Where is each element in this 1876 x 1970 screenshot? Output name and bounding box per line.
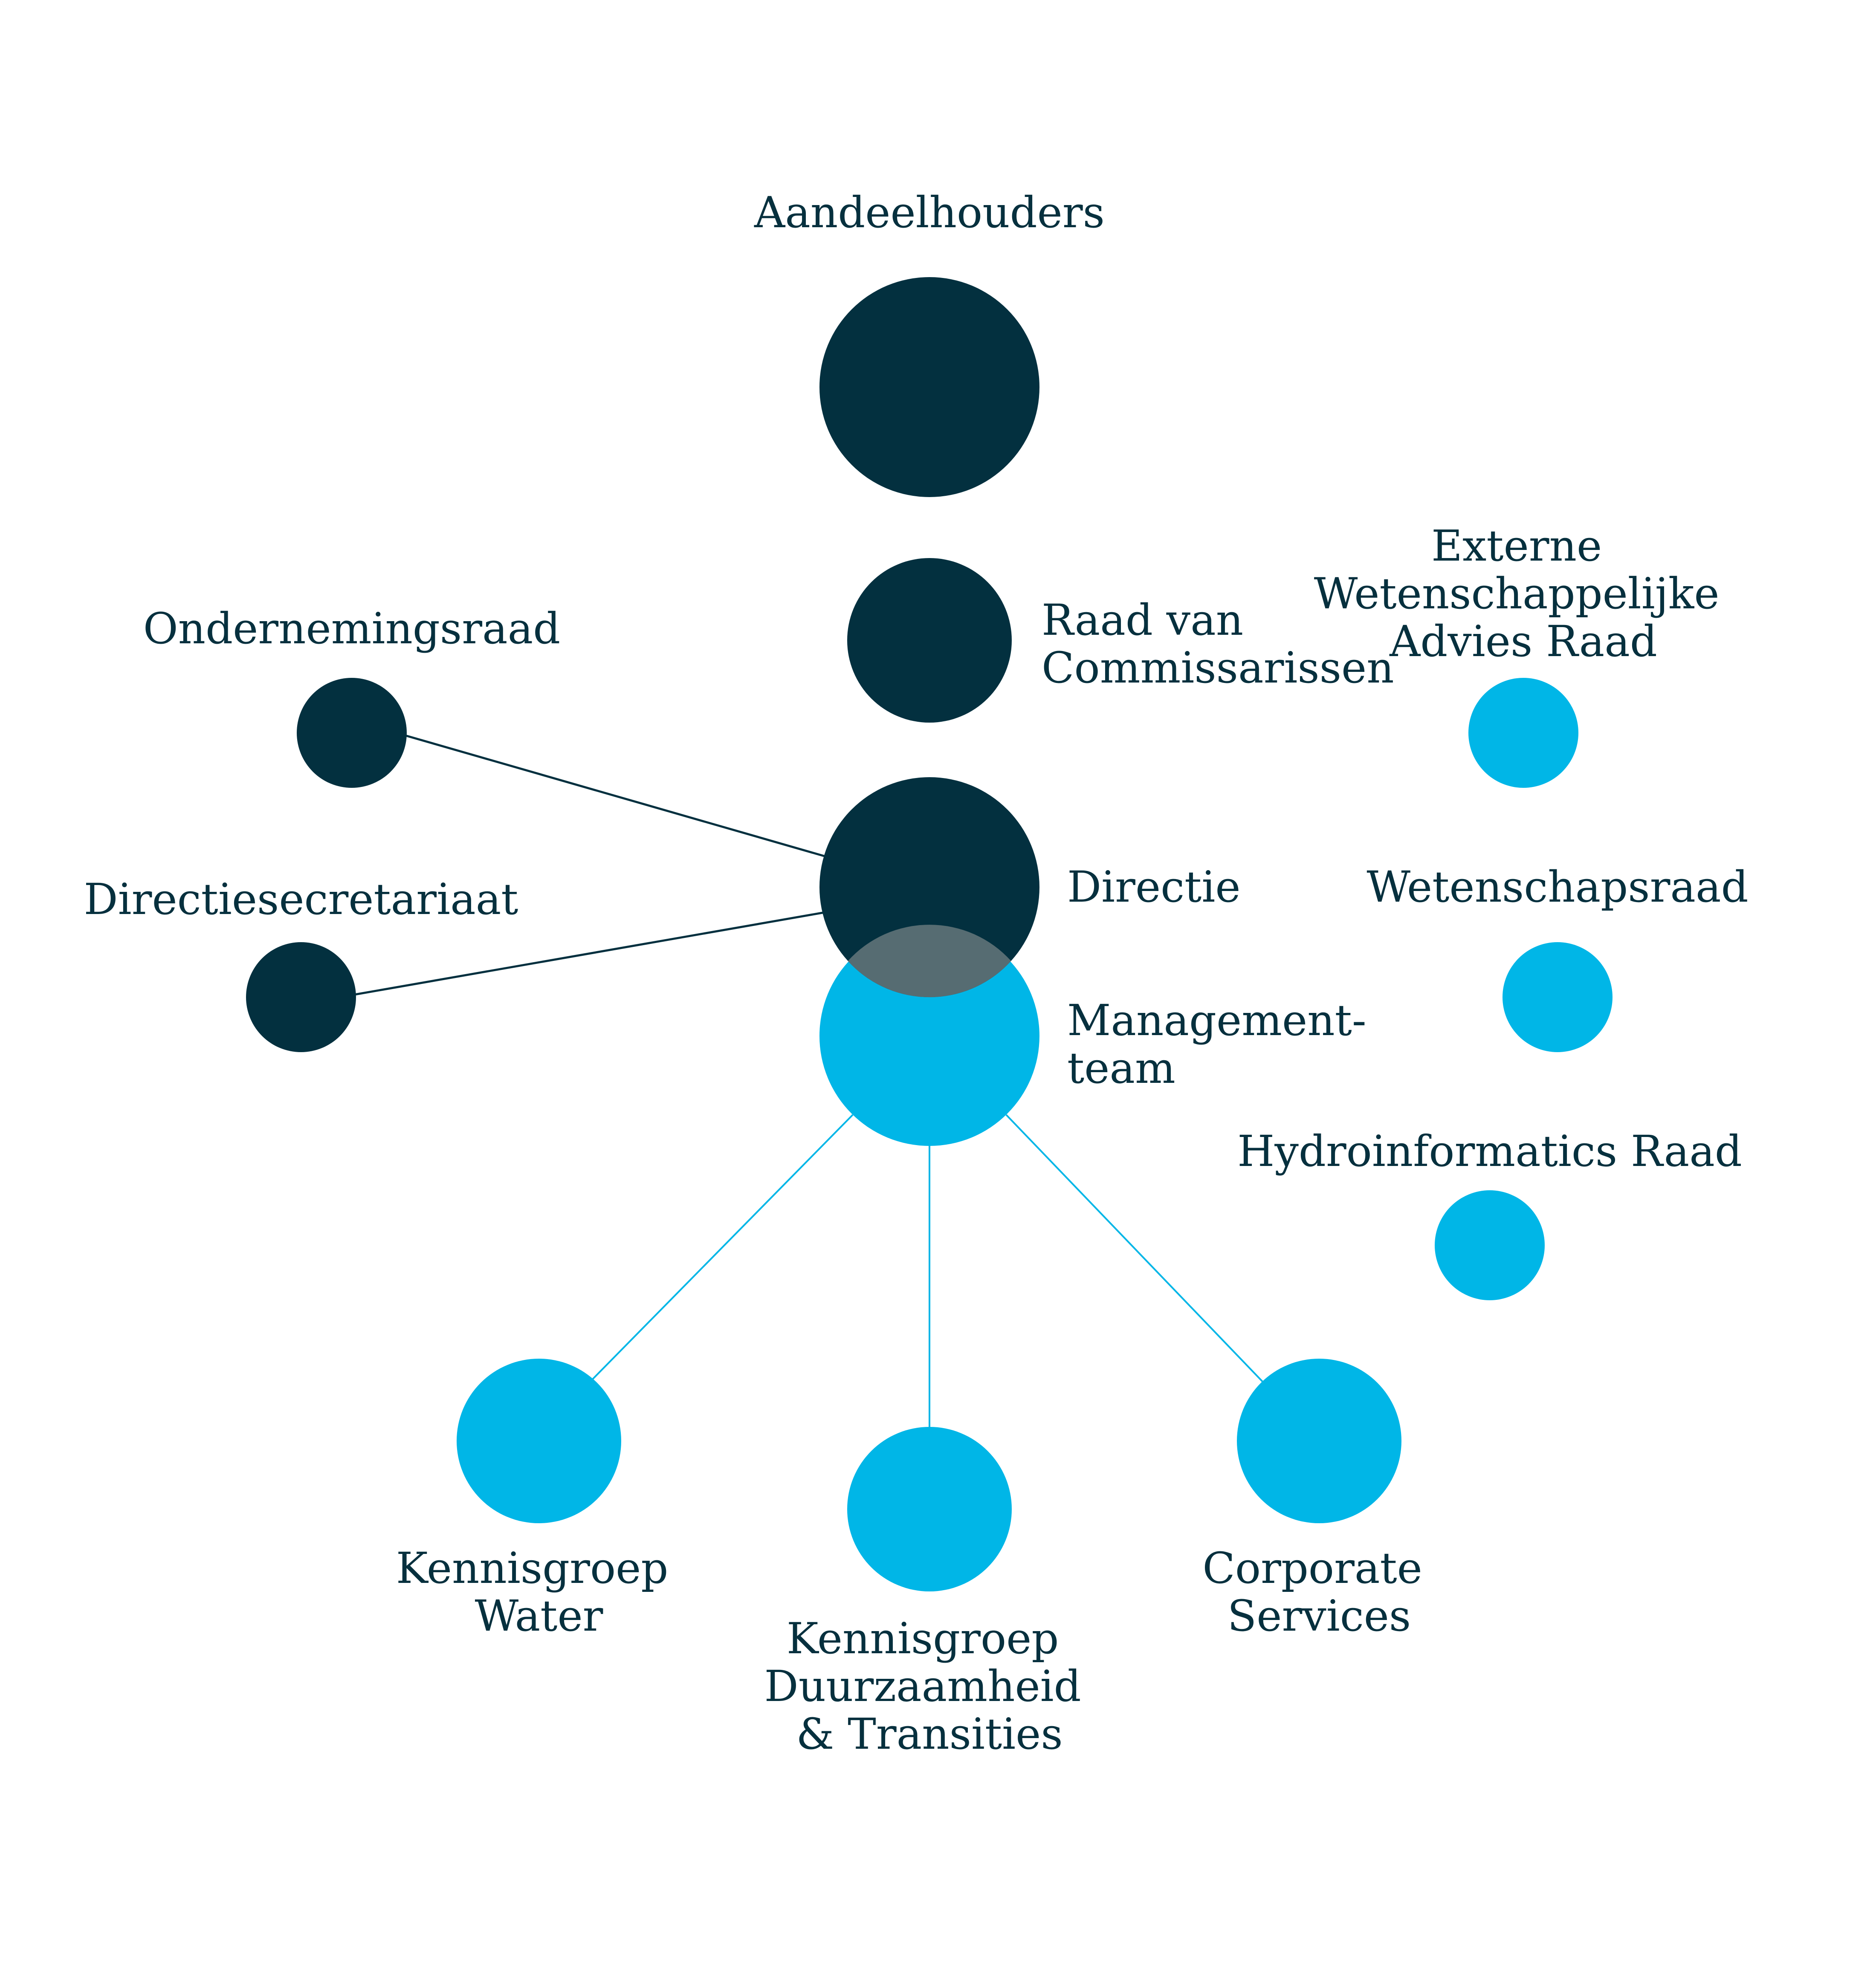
directie-label: Directie [1067, 862, 1241, 912]
line-ondernemingsraad-directie [405, 734, 828, 858]
ondernemingsraad-label: Ondernemingsraad [143, 604, 561, 654]
directie-management-overlap [848, 925, 1011, 998]
externe-wetenschappelijke-advies-raad-label: Externe Wetenschappelijke Advies Raad [1314, 521, 1733, 666]
corporate-services-node [1237, 1359, 1401, 1523]
aandeelhouders-node [819, 277, 1039, 497]
raad-van-commissarissen-node [847, 558, 1012, 723]
connector-lines [349, 734, 1267, 1428]
wetenschapsraad-label: Wetenschapsraad [1366, 862, 1748, 912]
line-directiesecretariaat-directie [349, 911, 825, 997]
kennisgroep-duurzaamheid-node [847, 1427, 1012, 1591]
externe-wetenschappelijke-advies-raad-node [1468, 678, 1578, 788]
kennisgroep-duurzaamheid-label: Kennisgroep Duurzaamheid & Transities [764, 1614, 1095, 1759]
line-management-corporate-services [1005, 1114, 1267, 1386]
directiesecretariaat-node [246, 942, 356, 1052]
raad-van-commissarissen-label: Raad van Commissarissen [1042, 595, 1394, 693]
directiesecretariaat-label: Directiesecretariaat [84, 874, 518, 924]
aandeelhouders-label: Aandeelhouders [754, 188, 1105, 237]
line-management-kennisgroep-water [592, 1114, 854, 1380]
wetenschapsraad-node [1503, 942, 1613, 1052]
kennisgroep-water-label: Kennisgroep Water [396, 1543, 682, 1641]
managementteam-label: Management- team [1067, 995, 1380, 1093]
corporate-services-label: Corporate Services [1202, 1543, 1436, 1641]
kennisgroep-water-node [457, 1359, 621, 1523]
nodes [246, 277, 1613, 1591]
hydroinformatics-raad-label: Hydroinformatics Raad [1237, 1126, 1742, 1176]
labels: Aandeelhouders Raad van Commissarissen O… [84, 188, 1749, 1759]
ondernemingsraad-node [297, 678, 407, 788]
hydroinformatics-raad-node [1435, 1190, 1545, 1300]
